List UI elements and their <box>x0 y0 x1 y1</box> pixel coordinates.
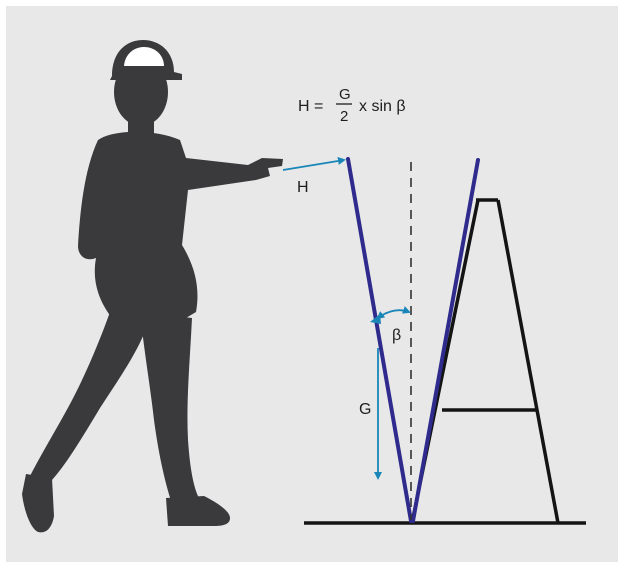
front-leg <box>140 312 200 504</box>
ladder-right-rail <box>411 158 480 523</box>
torso-and-arm <box>78 131 283 318</box>
label-beta: β <box>392 327 401 344</box>
back-foot <box>22 474 54 533</box>
ladder-left-rail <box>346 157 413 523</box>
formula: H = G 2 x sin β <box>298 86 406 125</box>
front-foot <box>166 496 230 526</box>
formula-denominator: 2 <box>340 108 348 125</box>
formula-numerator: G <box>339 86 351 103</box>
back-leg <box>28 312 150 482</box>
label-g: G <box>359 401 371 418</box>
formula-lhs: H = <box>298 98 323 115</box>
hard-hat-icon <box>110 40 182 80</box>
label-h: H <box>297 179 309 196</box>
stepladder-frame <box>410 198 560 524</box>
ladder-rails-v <box>346 157 480 523</box>
ladder-black-back-rail <box>496 199 560 524</box>
formula-rhs: x sin β <box>359 98 406 115</box>
worker-silhouette <box>22 58 283 533</box>
beta-arrowhead-left <box>370 314 381 324</box>
helmet-front <box>124 47 164 66</box>
h-arrow <box>282 157 346 171</box>
